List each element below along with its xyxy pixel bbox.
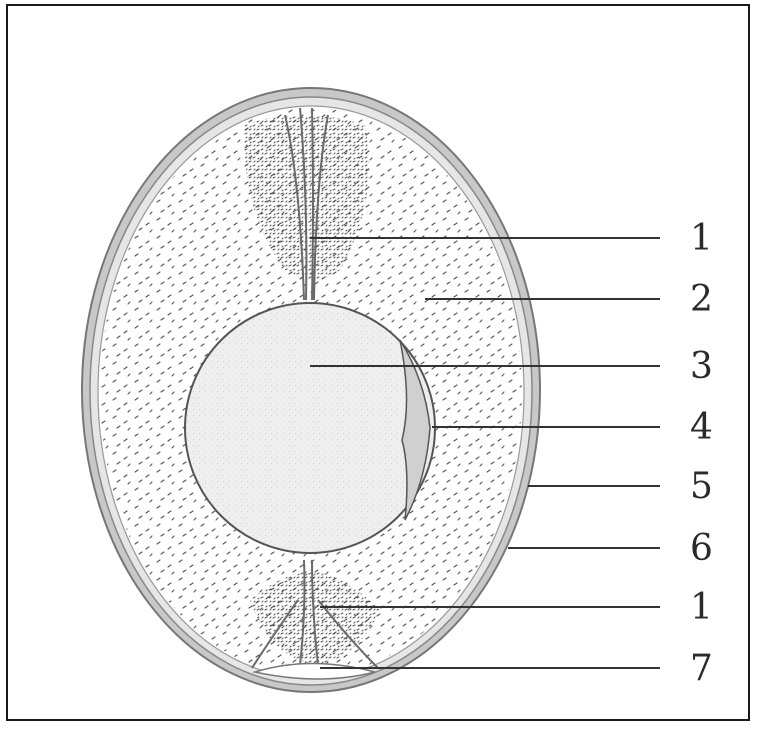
label-4: 4 [690,407,713,448]
yolk [185,303,435,553]
label-1-bottom: 1 [690,587,713,628]
label-1-top: 1 [690,218,713,259]
label-2: 2 [690,279,713,320]
label-3: 3 [690,346,713,387]
label-6: 6 [690,528,713,569]
label-7: 7 [690,648,713,689]
label-5: 5 [690,466,713,507]
